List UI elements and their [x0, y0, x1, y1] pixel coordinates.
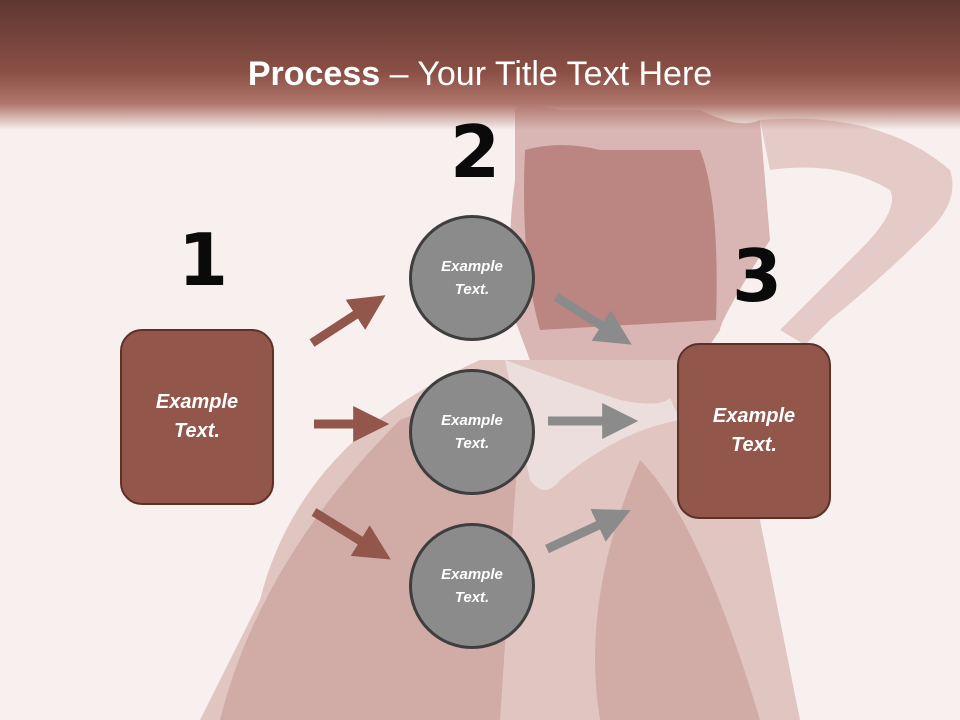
process-circle-bottom[interactable]: Example Text. — [409, 523, 535, 649]
left-box-text: Example Text. — [155, 391, 239, 442]
step-number-3: 3 — [732, 234, 783, 318]
right-process-box[interactable]: Example Text. — [677, 343, 831, 519]
right-box-text: Example Text. — [712, 405, 796, 456]
circle-middle-text: Example Text. — [441, 412, 503, 452]
page-title: Process – Your Title Text Here — [0, 52, 960, 96]
step-number-1: 1 — [178, 218, 229, 302]
title-bar — [0, 0, 960, 130]
arrow-up-right-icon — [309, 295, 386, 347]
process-circle-middle[interactable]: Example Text. — [409, 369, 535, 495]
left-process-box[interactable]: Example Text. — [120, 329, 274, 505]
title-bold: Process — [247, 55, 381, 93]
circle-bottom-text: Example Text. — [441, 566, 503, 606]
step-number-2: 2 — [450, 110, 501, 194]
arrow-up-right-gray-icon — [545, 509, 631, 554]
arrow-down-right-icon — [311, 508, 391, 560]
circle-top-text: Example Text. — [441, 258, 503, 298]
arrow-down-right-gray-icon — [553, 293, 632, 345]
process-circle-top[interactable]: Example Text. — [409, 215, 535, 341]
title-rest: – Your Title Text Here — [380, 55, 713, 93]
